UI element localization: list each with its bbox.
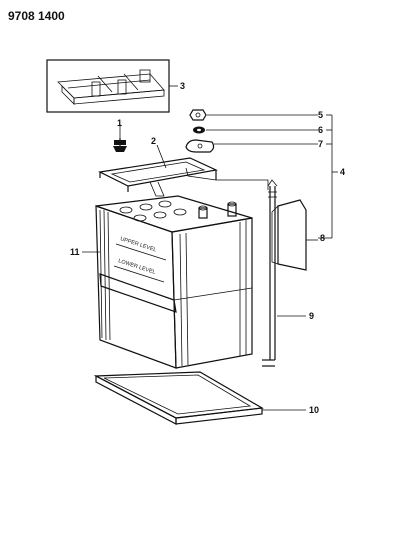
battery: UPPER LEVEL LOWER LEVEL: [95, 195, 253, 369]
callout-8: 8: [320, 233, 325, 243]
washer: [193, 126, 318, 134]
callout-4: 4: [340, 167, 345, 177]
callout-2: 2: [151, 136, 156, 146]
leader-lines: [82, 114, 338, 411]
cover-plate: [271, 199, 318, 271]
nut: [189, 109, 318, 121]
callout-3: 3: [180, 81, 185, 91]
bolt: [113, 124, 127, 152]
battery-tray: [93, 371, 264, 425]
hold-down-bracket: [185, 139, 318, 153]
hold-down-clamp-inset: [57, 69, 165, 105]
callout-6: 6: [318, 125, 323, 135]
inset-box: [46, 59, 178, 113]
callout-9: 9: [309, 311, 314, 321]
callout-5: 5: [318, 110, 323, 120]
callout-10: 10: [309, 405, 319, 415]
diagram-code: 9708 1400: [8, 9, 65, 23]
callout-11: 11: [70, 247, 80, 257]
callout-1: 1: [117, 118, 122, 128]
callout-7: 7: [318, 139, 323, 149]
hold-down-frame: [98, 144, 269, 197]
j-bolt: [262, 179, 278, 367]
